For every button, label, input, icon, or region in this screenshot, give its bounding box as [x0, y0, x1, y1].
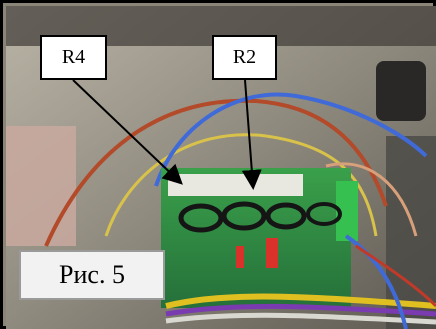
resistor-r2 — [221, 201, 267, 231]
wire-blue — [154, 92, 428, 187]
wire-tan — [325, 162, 418, 237]
connector-strip — [168, 174, 303, 196]
figure-caption: Рис. 5 — [19, 250, 165, 300]
wire-yellow — [104, 133, 378, 237]
red-component — [266, 238, 278, 268]
callout-label-r4: R4 — [40, 35, 107, 80]
terminal-block — [336, 181, 358, 241]
resistor-r4 — [178, 203, 224, 233]
wire-bundle-yellow — [165, 293, 436, 309]
foam-pad — [6, 126, 76, 246]
wire-bundle-white — [165, 312, 436, 325]
wire-bundle-purple — [165, 303, 436, 317]
wire-red-lower — [355, 244, 436, 308]
resistor — [306, 202, 342, 226]
resistor — [265, 202, 307, 230]
dark-component — [376, 61, 426, 121]
red-component — [236, 246, 244, 268]
callout-label-r2: R2 — [212, 35, 277, 80]
wire-blue-lower — [344, 234, 408, 329]
